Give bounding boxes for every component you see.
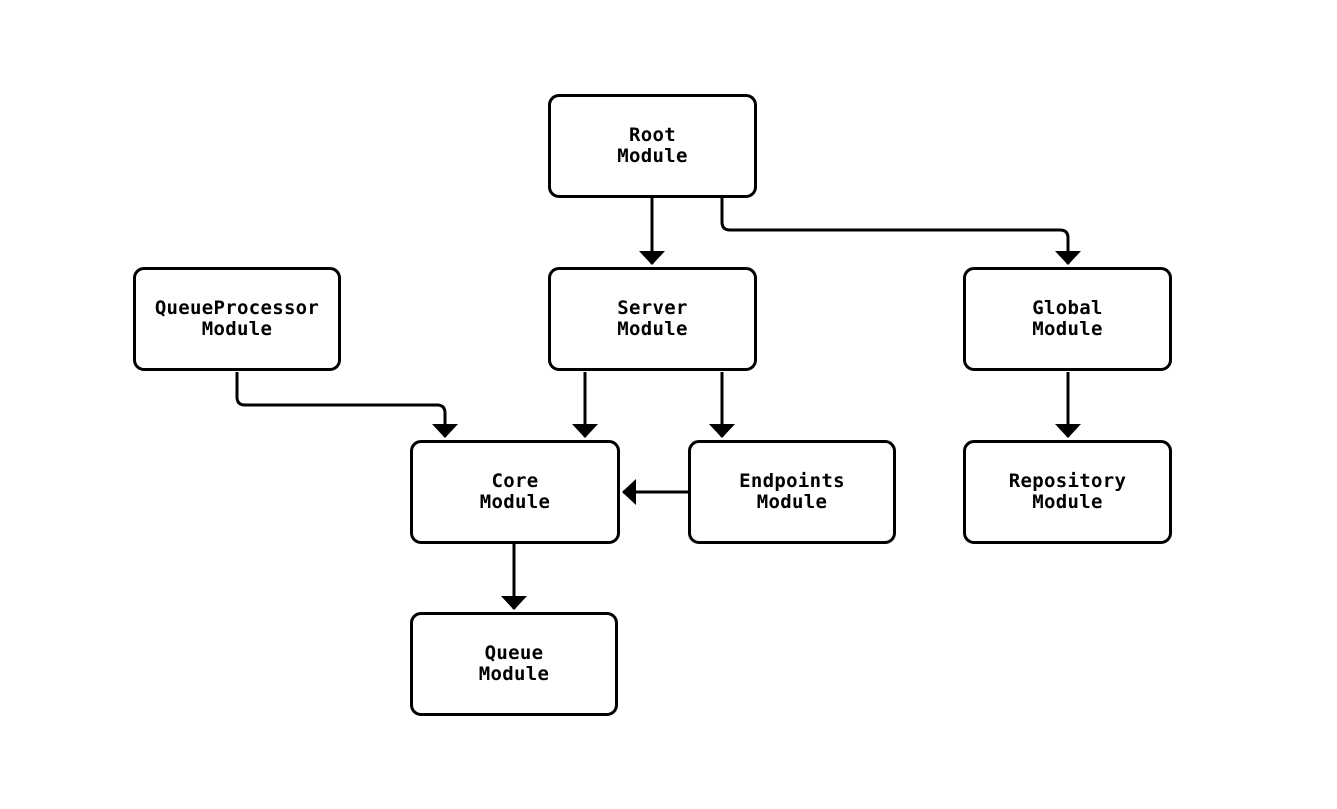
node-global-module-label: Global Module xyxy=(1032,297,1103,340)
node-repository-module-label: Repository Module xyxy=(1008,470,1127,513)
node-core-module-label: Core Module xyxy=(479,470,551,513)
node-root-module: Root Module xyxy=(548,94,757,198)
edge-root-to-global xyxy=(720,198,1081,265)
node-server-module-label: Server Module xyxy=(617,297,688,340)
node-global-module: Global Module xyxy=(963,267,1172,371)
node-queue-module: Queue Module xyxy=(410,612,618,716)
node-core-module: Core Module xyxy=(410,440,620,544)
node-queue-module-label: Queue Module xyxy=(478,642,550,685)
node-endpoints-module-label: Endpoints Module xyxy=(739,470,845,513)
node-queueprocessor-module: QueueProcessor Module xyxy=(133,267,341,371)
node-server-module: Server Module xyxy=(548,267,757,371)
node-root-module-label: Root Module xyxy=(617,124,688,167)
node-repository-module: Repository Module xyxy=(963,440,1172,544)
node-endpoints-module: Endpoints Module xyxy=(688,440,896,544)
edge-queueprocessor-to-core xyxy=(235,372,458,438)
node-queueprocessor-module-label: QueueProcessor Module xyxy=(154,297,320,340)
